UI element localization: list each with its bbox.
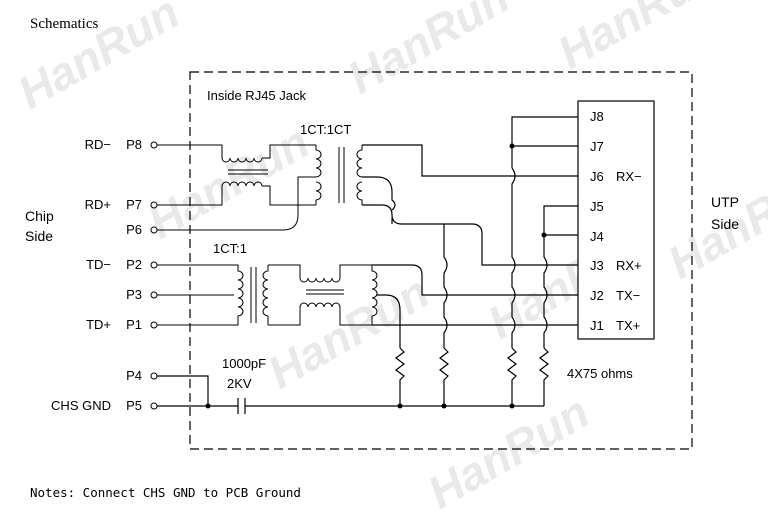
capacitor-voltage: 2KV: [227, 376, 252, 391]
pin-number: P2: [126, 257, 142, 272]
pin-name: TD+: [86, 317, 111, 332]
jack-pin: J5: [590, 199, 604, 214]
jack-label: Inside RJ45 Jack: [207, 88, 306, 103]
jack-signal: TX−: [616, 288, 640, 303]
jack-pin-labels: J8 J7 J6 RX− J5 J4 J3 RX+ J2 TX− J1 TX+: [590, 109, 642, 333]
junction-dot: [509, 143, 515, 149]
junction-dot: [397, 403, 403, 409]
chip-side-label: Side: [25, 228, 53, 244]
rx-center-tap-wire: [391, 192, 396, 211]
pin-terminal: [150, 291, 158, 299]
jack-pin: J2: [590, 288, 604, 303]
utp-side-label: UTP: [711, 194, 739, 210]
rx-transformer-secondary: [356, 181, 363, 205]
jack-signal: RX+: [616, 258, 642, 273]
resistor: [539, 347, 549, 406]
pin-terminal: [150, 261, 158, 269]
rx-turns-ratio: 1CT:1CT: [300, 122, 351, 137]
jack-pin: J6: [590, 169, 604, 184]
junction-dot: [541, 232, 547, 238]
choke-coil-upper: [157, 144, 316, 163]
rx-transformer-secondary: [356, 145, 363, 178]
unused-pair-wire: [543, 205, 578, 257]
pin-terminal: [150, 141, 158, 149]
rx-center-tap-wire: [362, 176, 393, 193]
jack-pin: J8: [590, 109, 604, 124]
junction-dot: [509, 403, 515, 409]
tx-minus-wire: [372, 264, 578, 296]
utp-jack: J8 J7 J6 RX− J5 J4 J3 RX+ J2 TX− J1 TX+: [391, 100, 655, 348]
tx-transformer-primary: [157, 264, 244, 326]
resistor: [507, 347, 517, 406]
pin-name: RD−: [85, 137, 111, 152]
pin-name: RD+: [85, 197, 111, 212]
tx-center-tap-wire: [377, 294, 401, 348]
tx-turns-ratio: 1CT:1: [213, 241, 247, 256]
tx-choke-lower: [268, 302, 372, 326]
tx-autotransformer: [371, 265, 378, 325]
jack-pin: J4: [590, 229, 604, 244]
pin-name: CHS GND: [51, 398, 111, 413]
pin-name: TD−: [86, 257, 111, 272]
rx-transformer-primary: [315, 145, 322, 178]
jack-pin: J1: [590, 318, 604, 333]
pin-terminal: [150, 321, 158, 329]
rx-plus-wire: [362, 204, 578, 266]
pin-terminal: [150, 201, 158, 209]
unused-pair-wire: [511, 116, 578, 168]
chip-side-label: Chip: [25, 208, 54, 224]
rx-channel: 1CT:1CT: [157, 122, 578, 266]
rx-minus-wire: [362, 144, 578, 177]
choke-coil-lower: [157, 181, 316, 206]
p4-wire: [157, 375, 209, 406]
left-pin-labels: RD− P8 RD+ P7 P6 TD− P2 P3 TD+ P1 P4 CHS…: [51, 137, 142, 413]
pin-number: P4: [126, 368, 142, 383]
unused-pair-wire: [511, 167, 516, 348]
watermark-logo: HanRun: [549, 0, 728, 79]
notes-text: Notes: Connect CHS GND to PCB Ground: [30, 485, 301, 500]
section-title: Schematics: [30, 16, 98, 32]
pin-number: P5: [126, 398, 142, 413]
tx-channel: 1CT:1: [157, 241, 578, 348]
watermark-logo: HanRun: [259, 265, 438, 398]
junction-dot: [441, 403, 447, 409]
jack-signal: TX+: [616, 318, 640, 333]
chassis-ground: 1000pF 2KV: [157, 356, 544, 414]
pin-number: P7: [126, 197, 142, 212]
resistor-value-label: 4X75 ohms: [567, 366, 633, 381]
capacitor-value: 1000pF: [222, 356, 266, 371]
resistor: [439, 347, 449, 406]
watermark-logo: HanRun: [339, 0, 518, 104]
jack-pin: J7: [590, 139, 604, 154]
center-tap-wire: [157, 176, 316, 231]
resistor: [395, 347, 405, 406]
jack-connector-box: [577, 100, 655, 340]
rj45-jack-outline: [189, 71, 693, 450]
pin-number: P3: [126, 287, 142, 302]
tx-choke-upper: [268, 264, 372, 283]
pin-terminal: [150, 226, 158, 234]
jack-pin: J3: [590, 258, 604, 273]
jack-signal: RX−: [616, 169, 642, 184]
rx-transformer-primary: [315, 181, 322, 205]
tx-transformer-secondary: [262, 265, 269, 325]
pin-terminal: [150, 372, 158, 380]
pin-number: P1: [126, 317, 142, 332]
rx-center-tap-drop: [443, 224, 448, 348]
pin-terminal: [150, 402, 158, 410]
utp-side-label: Side: [711, 216, 739, 232]
unused-pair-wire: [543, 256, 548, 348]
pin-number: P8: [126, 137, 142, 152]
pin-terminals: [150, 141, 158, 410]
pin-number: P6: [126, 222, 142, 237]
junction-dot: [205, 403, 211, 409]
termination-resistors: 4X75 ohms: [395, 347, 633, 406]
